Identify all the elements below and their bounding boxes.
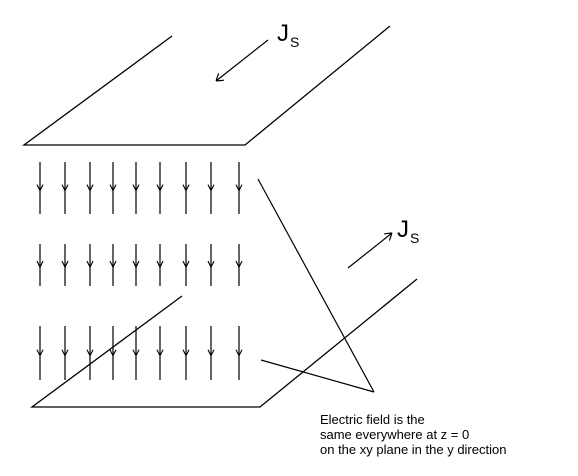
field-arrow-head xyxy=(156,260,164,269)
field-arrow-head xyxy=(36,260,44,269)
top-current-label-sub: S xyxy=(290,34,300,50)
field-arrow-head xyxy=(86,349,94,357)
field-arrow-head xyxy=(109,349,117,357)
electric-field-arrows xyxy=(36,162,243,380)
field-arrow-head xyxy=(132,184,140,192)
top-current-arrow xyxy=(216,39,269,81)
caption-line-2: same everywhere at z = 0 xyxy=(320,427,470,442)
field-arrow-head xyxy=(132,349,140,357)
field-arrow-head xyxy=(207,349,215,357)
field-arrow-head xyxy=(182,184,190,192)
bottom-current-label-main: J xyxy=(397,216,409,243)
bottom-current-label-sub: S xyxy=(410,230,420,246)
bottom-current-arrow xyxy=(347,233,392,269)
field-arrow-head xyxy=(235,184,243,192)
field-arrow-head xyxy=(109,184,117,192)
top-current-label-main: J xyxy=(277,20,289,47)
field-arrow-head xyxy=(182,349,190,357)
caption-line-1: Electric field is the xyxy=(320,412,425,427)
top-current-label: JS xyxy=(277,20,299,50)
field-arrow-head xyxy=(182,260,190,269)
field-arrow-head xyxy=(156,184,164,192)
field-arrow-head xyxy=(86,184,94,192)
field-arrow-head xyxy=(36,184,44,192)
caption-line-3: on the xy plane in the y direction xyxy=(320,442,507,457)
bottom-current-label: JS xyxy=(397,216,419,246)
field-arrow-head xyxy=(61,260,69,269)
caption-pointer-lower xyxy=(260,359,375,393)
caption-pointer-upper xyxy=(257,178,375,393)
field-arrow-head xyxy=(207,184,215,192)
field-arrow-head xyxy=(36,349,44,357)
field-arrow-head xyxy=(86,260,94,269)
field-arrow-head xyxy=(61,184,69,192)
bottom-plane xyxy=(30,278,418,408)
field-arrow-head xyxy=(61,349,69,357)
field-arrow-head xyxy=(132,260,140,269)
field-arrow-head xyxy=(207,260,215,269)
caption: Electric field is the same everywhere at… xyxy=(320,412,506,457)
field-arrow-head xyxy=(235,349,243,357)
field-arrow-head xyxy=(109,260,117,269)
top-plane xyxy=(22,25,391,146)
field-arrow-head xyxy=(235,260,243,269)
field-arrow-head xyxy=(156,349,164,357)
